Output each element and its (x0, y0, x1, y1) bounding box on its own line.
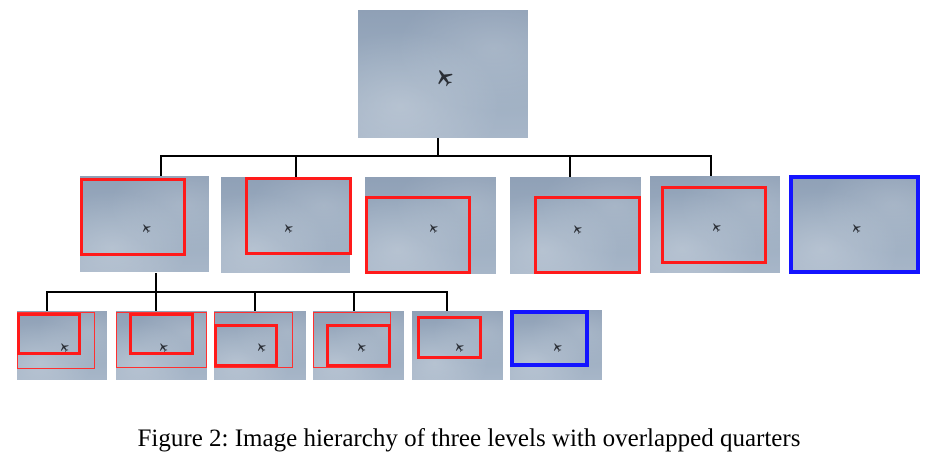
tree-connector (569, 155, 571, 177)
airplane-icon (255, 341, 267, 353)
quarter-box (534, 196, 641, 274)
quarter-box (326, 324, 391, 367)
airplane-icon (453, 341, 465, 353)
airplane-icon (58, 341, 70, 353)
tree-connector (254, 291, 256, 311)
quarter-box (80, 178, 186, 256)
quarter-outline (116, 312, 207, 368)
level2-image (789, 175, 920, 274)
tree-connector (160, 155, 712, 157)
full-image-box (789, 175, 920, 274)
tree-connector (46, 291, 48, 311)
airplane-icon (551, 341, 563, 353)
airplane-icon (282, 222, 294, 234)
airplane-icon (355, 341, 367, 353)
quarter-box (214, 324, 278, 367)
airplane-icon (433, 66, 455, 88)
airplane-icon (850, 222, 862, 234)
tree-connector (155, 273, 157, 292)
figure-caption: Figure 2: Image hierarchy of three level… (137, 425, 801, 452)
airplane-icon (140, 222, 152, 234)
level2-image (510, 177, 641, 274)
quarter-box (365, 196, 471, 274)
quarter-box (17, 313, 81, 355)
tree-connector (295, 155, 297, 177)
full-image-box (510, 310, 589, 367)
airplane-icon (427, 222, 439, 234)
level2-image (80, 176, 209, 272)
airplane-icon (710, 221, 722, 233)
tree-connector (353, 291, 355, 311)
airplane-icon (157, 341, 169, 353)
tree-connector (446, 291, 448, 311)
quarter-box (661, 186, 767, 264)
quarter-box (245, 177, 352, 255)
tree-connector (155, 291, 157, 311)
airplane-icon (571, 223, 583, 235)
quarter-box (129, 313, 194, 355)
tree-connector (160, 155, 162, 177)
level2-image (365, 177, 496, 274)
quarter-box (417, 316, 482, 359)
tree-connector (46, 291, 447, 293)
tree-connector (710, 155, 712, 177)
tree-connector (437, 138, 439, 156)
